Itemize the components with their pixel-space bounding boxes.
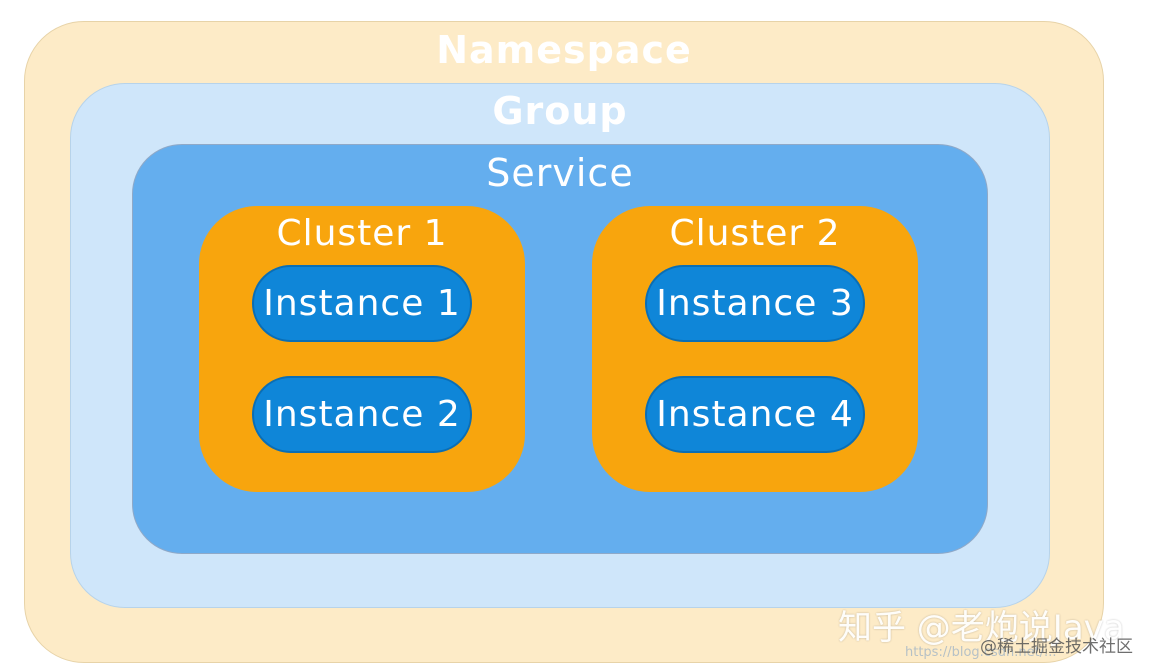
instance-1-node: Instance 1 bbox=[252, 265, 472, 342]
cluster-1-label: Cluster 1 bbox=[276, 213, 448, 254]
cluster-2-label: Cluster 2 bbox=[669, 213, 841, 254]
instance-4-label: Instance 4 bbox=[656, 394, 854, 435]
instance-2-label: Instance 2 bbox=[263, 394, 461, 435]
group-label: Group bbox=[492, 89, 628, 133]
juejin-watermark: @稀土掘金技术社区 bbox=[980, 637, 1133, 657]
instance-1-label: Instance 1 bbox=[263, 283, 461, 324]
instance-2-node: Instance 2 bbox=[252, 376, 472, 453]
instance-4-node: Instance 4 bbox=[645, 376, 865, 453]
namespace-label: Namespace bbox=[436, 28, 692, 72]
service-label: Service bbox=[486, 151, 634, 195]
zhihu-watermark: 知乎 @老炮说Java bbox=[838, 608, 1125, 648]
instance-3-node: Instance 3 bbox=[645, 265, 865, 342]
blog-watermark: https://blog.csdn.net/... bbox=[905, 645, 1057, 660]
instance-3-label: Instance 3 bbox=[656, 283, 854, 324]
